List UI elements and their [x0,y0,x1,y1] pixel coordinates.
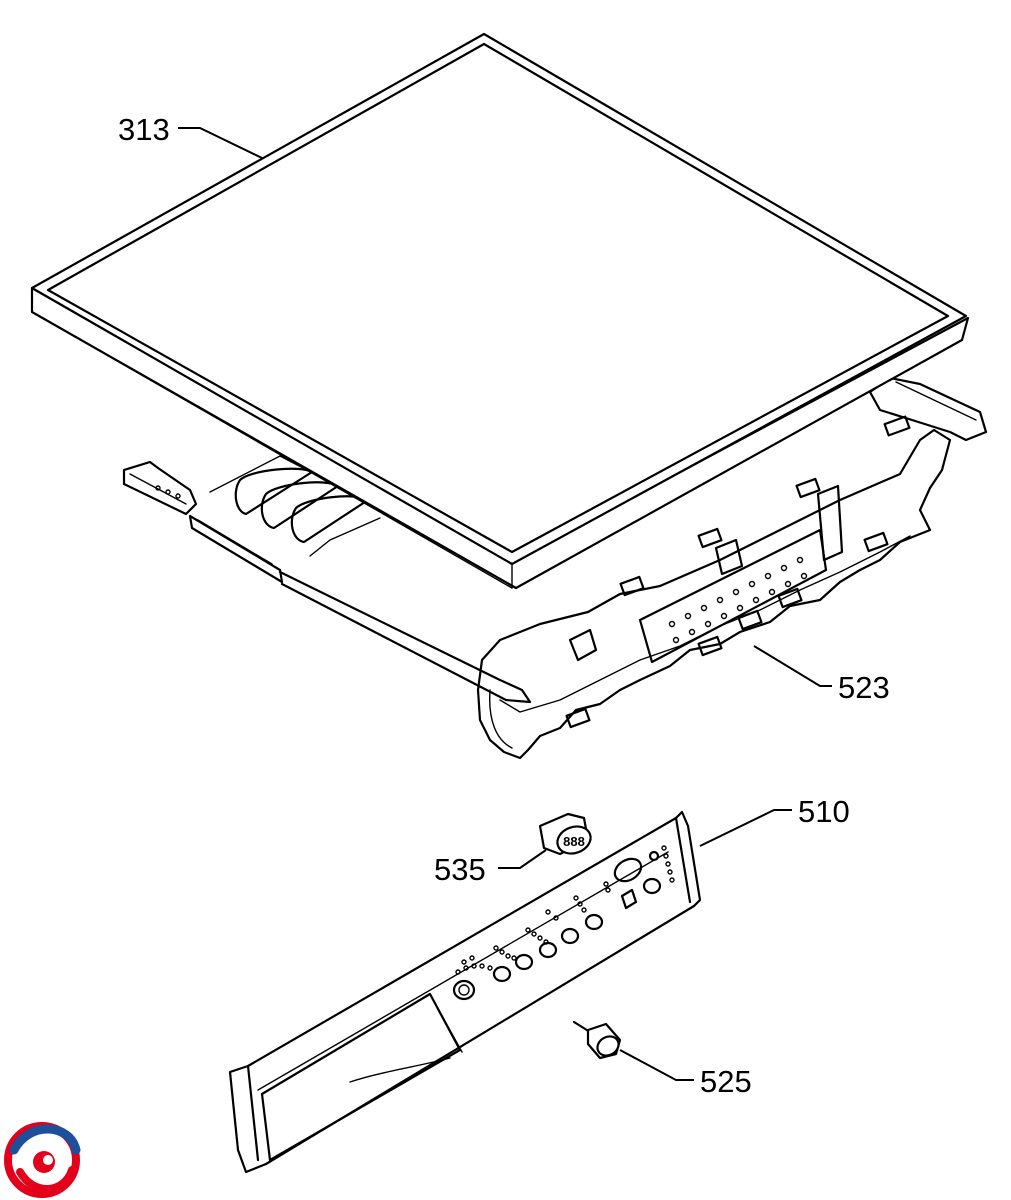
part-535-display-module: 888 [538,812,592,856]
leader-lines [178,127,832,1081]
indicator-leds [455,845,675,975]
label-535: 535 [434,852,486,887]
display-digits: 888 [563,834,585,849]
label-510: 510 [798,794,850,829]
part-523-frame [122,376,988,760]
label-525: 525 [700,1064,752,1099]
part-525-knob [572,1020,622,1060]
part-510-control-panel [228,810,702,1174]
brand-swirl-logo-icon [4,1122,81,1198]
vent-holes [668,556,808,644]
part-313-worktop [30,32,970,590]
label-313: 313 [118,112,170,147]
label-523: 523 [838,670,890,705]
